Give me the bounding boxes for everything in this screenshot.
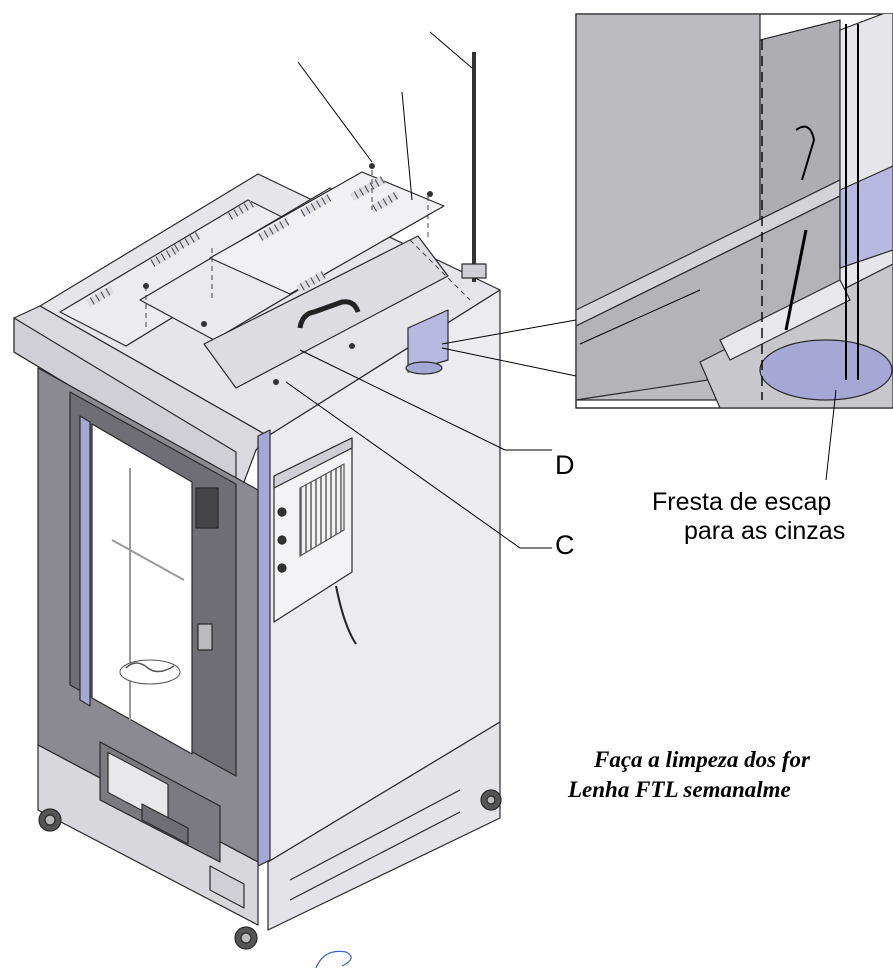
leader-gap <box>825 389 837 481</box>
leader-d <box>299 349 552 451</box>
leader-lines <box>285 31 577 549</box>
cleaning-note: Faça a limpeza dos for Lenha FTL semanal… <box>568 745 810 805</box>
ash-tray-plate <box>203 235 449 389</box>
callout-d: D <box>555 450 575 480</box>
oven-illustration <box>13 52 502 950</box>
cleaning-note-line2: Lenha FTL semanalme <box>568 777 791 802</box>
accent-strip-left <box>79 415 91 707</box>
leader-detail-top <box>441 347 577 377</box>
accent-strip-right <box>257 429 271 867</box>
leader-detail-bottom <box>441 319 577 345</box>
wheel-icon <box>38 789 502 950</box>
detail-caption: Fresta de escap para as cinzas <box>652 488 893 546</box>
detail-zoom <box>575 13 893 481</box>
handle-icon <box>297 299 361 329</box>
cleaning-note-line1: Faça a limpeza dos for <box>594 747 810 772</box>
leader-c <box>285 381 552 549</box>
door-window <box>91 423 193 755</box>
leader-screw <box>297 61 373 163</box>
logo-badge-icon <box>119 659 181 685</box>
ash-gap <box>759 339 893 401</box>
detail-caption-line2: para as cinzas <box>684 517 846 545</box>
leader-chimney <box>429 31 473 69</box>
leader-cover <box>401 91 413 201</box>
detail-caption-line1: Fresta de escap <box>652 488 832 516</box>
callout-c: C <box>555 530 575 560</box>
